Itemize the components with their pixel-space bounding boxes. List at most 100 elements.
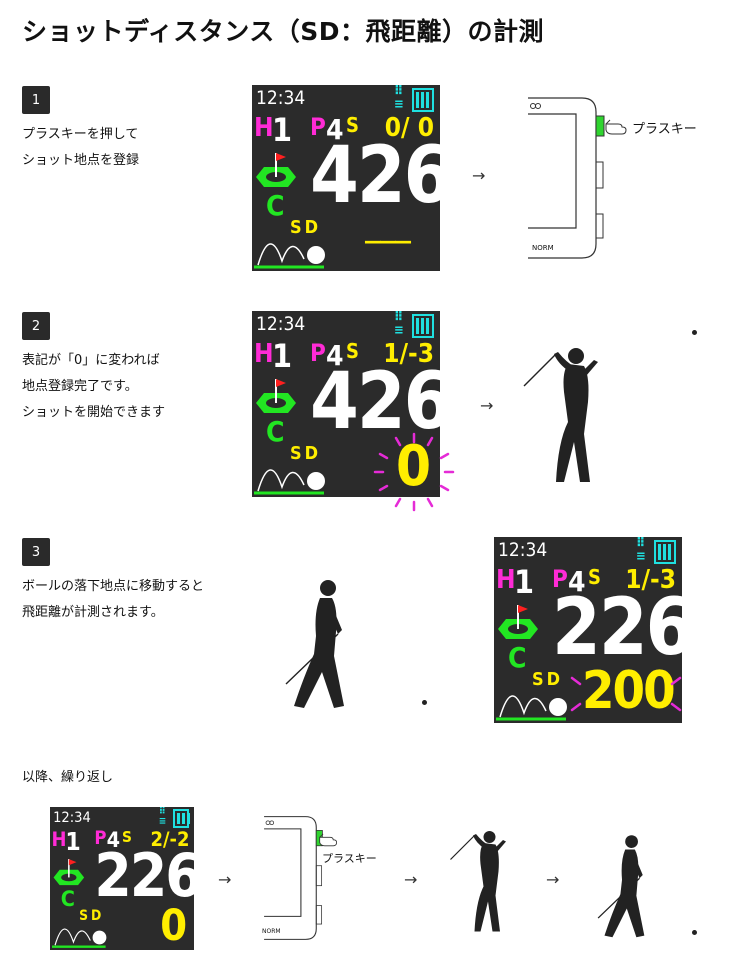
step-3-line-1: ボールの落下地点に移動すると — [22, 579, 205, 594]
highlight-burst-icon — [570, 676, 682, 712]
par-prefix: P — [310, 113, 326, 141]
step-2-text: 表記が「0」に変われば 地点登録完了です。 ショットを開始できます — [22, 348, 165, 426]
green-position-label: C — [266, 415, 285, 448]
ball-trajectory-icon — [254, 243, 325, 269]
green-flag-icon — [256, 379, 296, 413]
gps-icon: ⠿≡ — [158, 807, 167, 827]
sd-label: SD — [79, 908, 105, 925]
green-flag-icon — [498, 605, 538, 639]
device-side-view-icon — [528, 97, 605, 259]
battery-icon — [412, 88, 434, 112]
ball-trajectory-icon — [496, 695, 567, 721]
device-brand-label: NORM — [532, 244, 554, 252]
device-screen-3: 12:34 ⠿≡ H 1 P 4 S 1/-3 C 226 SD 200 — [494, 537, 682, 723]
hole-prefix: H — [496, 565, 516, 595]
page-title: ショットディスタンス（SD：飛距離）の計測 — [22, 17, 545, 46]
finger-press-icon — [605, 119, 627, 135]
ball-dot-icon — [692, 930, 697, 935]
mode-indicator: S — [588, 565, 601, 589]
step-3-text: ボールの落下地点に移動すると 飛距離が計測されます。 — [22, 574, 204, 626]
par-prefix: P — [310, 339, 326, 367]
battery-icon — [412, 314, 434, 338]
gps-icon: ⠿≡ — [394, 85, 404, 112]
ball-trajectory-icon — [51, 928, 106, 948]
plus-key-label: プラスキー — [632, 122, 697, 137]
ball-dot-icon — [692, 330, 697, 335]
green-flag-icon — [256, 153, 296, 187]
hole-number: 1 — [514, 563, 535, 601]
step-2-line-3: ショットを開始できます — [22, 405, 166, 420]
par-number: 4 — [106, 828, 121, 854]
device-brand-label: NORM — [262, 928, 281, 935]
step-2-line-1: 表記が「0」に変われば — [22, 353, 160, 368]
step-2-line-2: 地点登録完了です。 — [22, 379, 138, 394]
score-readout: 0/ 0 — [384, 113, 434, 143]
distance-readout: 226 — [552, 583, 682, 673]
highlight-burst-icon — [373, 432, 455, 512]
hole-number: 1 — [65, 826, 81, 856]
gps-icon: ⠿≡ — [636, 537, 646, 564]
shot-distance-readout: 0 — [396, 434, 431, 497]
green-position-label: C — [266, 189, 285, 222]
hole-prefix: H — [51, 828, 67, 852]
step-1-text: プラスキーを押して ショット地点を登録 — [22, 122, 139, 174]
score-readout: 1/-3 — [625, 565, 676, 595]
arrow-icon: → — [546, 870, 560, 889]
arrow-icon: → — [472, 166, 486, 185]
golfer-swing-icon — [523, 348, 598, 482]
gps-icon: ⠿≡ — [394, 311, 404, 338]
green-position-label: C — [60, 886, 75, 912]
ball-dot-icon — [422, 700, 427, 705]
golfer-walking-icon — [597, 835, 645, 938]
battery-icon — [654, 540, 676, 564]
par-number: 4 — [326, 113, 344, 146]
ball-trajectory-icon — [254, 469, 325, 495]
battery-icon — [172, 809, 190, 828]
step-2-badge: 2 — [22, 312, 50, 340]
score-readout: 2/-2 — [150, 828, 190, 852]
mode-indicator: S — [346, 113, 359, 137]
distance-readout: 426 — [310, 357, 440, 447]
clock-readout: 12:34 — [53, 808, 91, 826]
step-3-badge: 3 — [22, 538, 50, 566]
shot-distance-readout: 200 — [582, 661, 676, 721]
distance-readout: 226 — [94, 841, 194, 911]
finger-press-icon — [319, 833, 338, 847]
mode-indicator: S — [346, 339, 359, 363]
hole-prefix: H — [254, 339, 274, 369]
arrow-icon: → — [404, 870, 418, 889]
shot-distance-readout: 0 — [160, 901, 187, 950]
sd-label: SD — [290, 217, 322, 238]
repeat-label: 以降、繰り返し — [22, 770, 114, 785]
golfer-walking-icon — [285, 580, 344, 708]
clock-readout: 12:34 — [256, 87, 306, 109]
sd-label: SD — [532, 669, 564, 690]
sd-label: SD — [290, 443, 322, 464]
green-flag-icon — [53, 859, 84, 886]
distance-readout: 426 — [310, 131, 440, 221]
step-1-line-2: ショット地点を登録 — [22, 153, 140, 168]
device-screen-2: 12:34 ⠿≡ H 1 P 4 S 1/-3 C 426 SD 0 — [252, 311, 440, 497]
step-1-line-1: プラスキーを押して — [22, 127, 139, 142]
step-1-badge: 1 — [22, 86, 50, 114]
mode-indicator: S — [122, 828, 132, 847]
hole-number: 1 — [272, 337, 293, 375]
hole-prefix: H — [254, 113, 274, 143]
device-screen-1: 12:34 ⠿≡ H 1 P 4 S 0/ 0 C 426 SD ——— — [252, 85, 440, 271]
golfer-swing-icon — [450, 831, 506, 932]
step-3-line-2: 飛距離が計測されます。 — [22, 605, 164, 620]
green-position-label: C — [508, 641, 527, 674]
hole-number: 1 — [272, 111, 293, 149]
arrow-icon: → — [218, 870, 232, 889]
score-readout: 1/-3 — [383, 339, 434, 369]
plus-key-label: プラスキー — [322, 852, 377, 865]
clock-readout: 12:34 — [498, 539, 548, 561]
device-screen-4: 12:34 ⠿≡ H 1 P 4 S 2/-2 C 226 SD 0 — [50, 807, 194, 950]
shot-distance-placeholder: ——— — [364, 229, 412, 253]
par-prefix: P — [94, 828, 107, 850]
par-number: 4 — [568, 565, 586, 598]
clock-readout: 12:34 — [256, 313, 306, 335]
par-prefix: P — [552, 565, 568, 593]
par-number: 4 — [326, 339, 344, 372]
arrow-icon: → — [480, 396, 494, 415]
